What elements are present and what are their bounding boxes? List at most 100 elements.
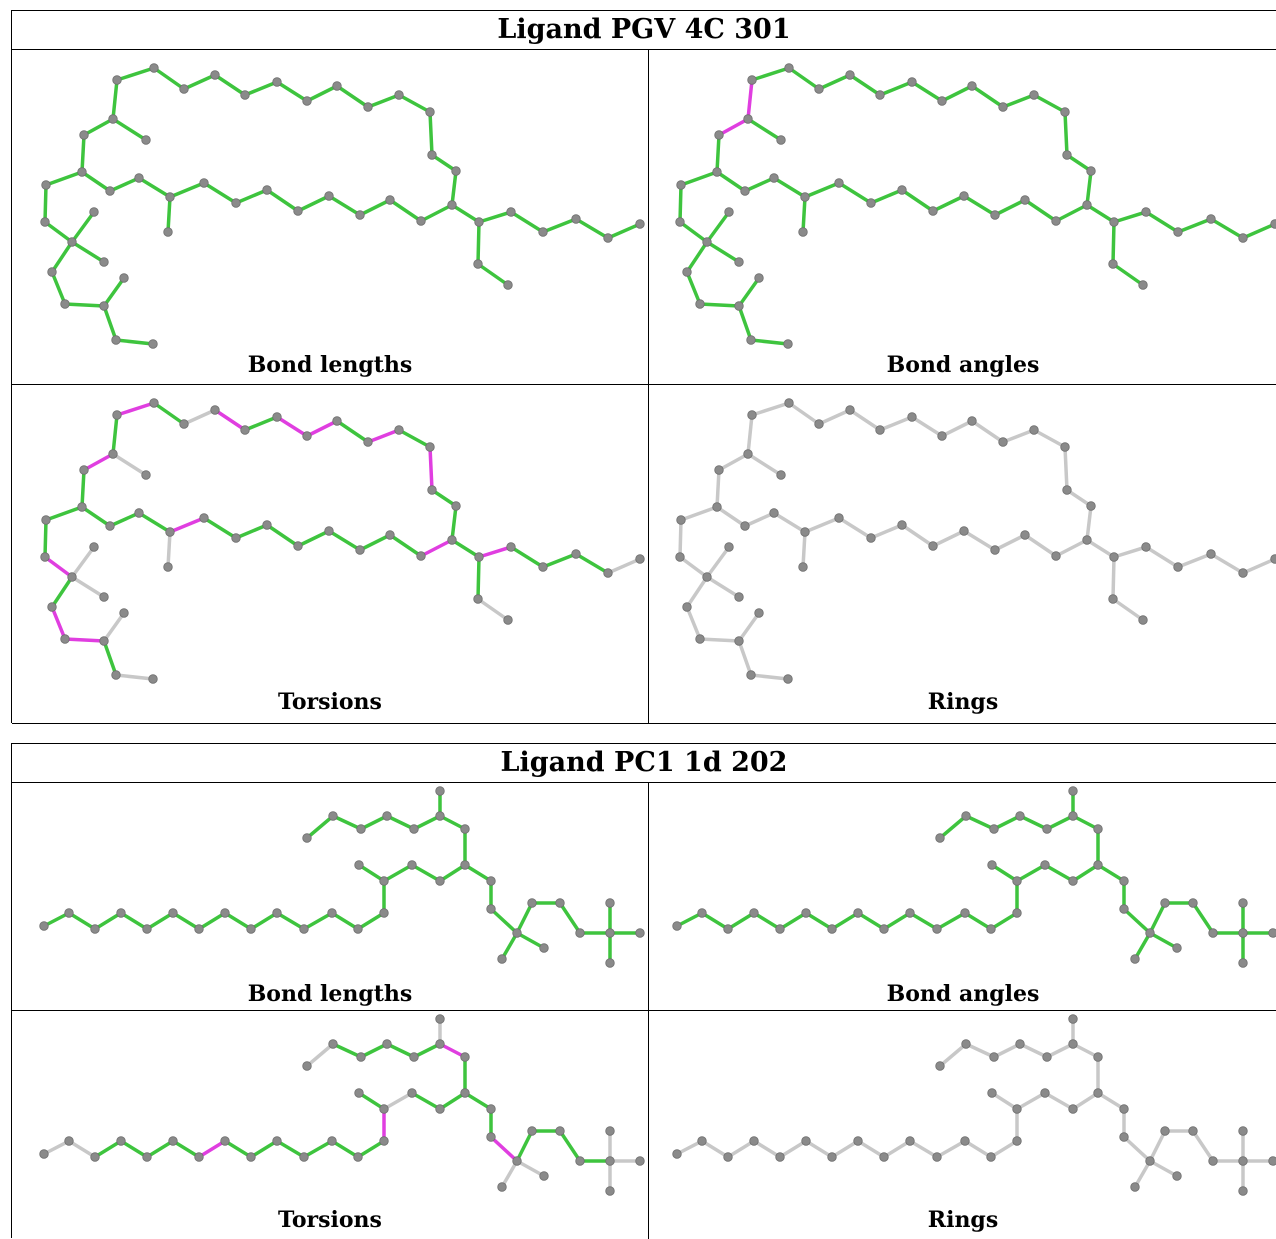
- bond: [1001, 93, 1036, 109]
- atom: [512, 928, 522, 938]
- molecule-diagram: [672, 786, 1276, 968]
- bond: [80, 133, 86, 174]
- atom: [163, 562, 173, 572]
- bond: [749, 338, 790, 346]
- bond: [908, 1139, 939, 1159]
- atom: [460, 1052, 470, 1062]
- atom: [435, 1014, 445, 1024]
- bond: [93, 1139, 123, 1159]
- atom: [697, 1136, 707, 1146]
- atom: [754, 608, 764, 618]
- bond: [678, 220, 709, 244]
- atom: [734, 592, 744, 602]
- bond: [412, 814, 442, 831]
- atom: [240, 90, 250, 100]
- bond: [1054, 538, 1089, 558]
- atom: [989, 824, 999, 834]
- atom: [776, 470, 786, 480]
- atom: [1068, 1104, 1078, 1114]
- bond: [197, 1139, 227, 1159]
- bond: [182, 408, 217, 426]
- atom: [775, 1152, 785, 1162]
- atom: [1270, 554, 1276, 564]
- atom: [539, 1171, 549, 1181]
- bond: [275, 1139, 306, 1159]
- bond: [114, 673, 155, 681]
- bond: [430, 488, 458, 508]
- bond: [830, 1139, 860, 1159]
- atom: [142, 1152, 152, 1162]
- atom: [40, 217, 50, 227]
- bond: [331, 1042, 363, 1059]
- bond: [450, 203, 481, 224]
- bond: [848, 408, 882, 432]
- atom: [194, 1152, 204, 1162]
- atom: [327, 908, 337, 918]
- panel-bond-angles: Bond angles: [649, 783, 1276, 1011]
- atom: [783, 339, 793, 349]
- bond: [908, 911, 939, 931]
- bond: [1096, 863, 1126, 883]
- bond: [382, 1091, 414, 1111]
- bond: [67, 1139, 97, 1159]
- atom: [605, 898, 615, 908]
- atom: [379, 908, 389, 918]
- atom: [697, 908, 707, 918]
- atom: [435, 786, 445, 796]
- atom: [194, 924, 204, 934]
- bond: [541, 552, 578, 569]
- bond: [152, 66, 186, 91]
- bond: [837, 181, 873, 205]
- atom: [356, 1052, 366, 1062]
- atom: [40, 552, 50, 562]
- atom: [866, 198, 876, 208]
- atom: [724, 207, 734, 217]
- atom: [1238, 1126, 1248, 1136]
- bond: [397, 93, 432, 114]
- atom: [875, 425, 885, 435]
- atom: [990, 545, 1000, 555]
- bond: [243, 80, 279, 97]
- atom: [1093, 1052, 1103, 1062]
- atom: [784, 398, 794, 408]
- bond: [778, 911, 808, 931]
- atom: [240, 425, 250, 435]
- atom: [77, 502, 87, 512]
- atom: [747, 410, 757, 420]
- bond: [1043, 863, 1075, 883]
- atom: [246, 924, 256, 934]
- atom: [1040, 1088, 1050, 1098]
- atom: [928, 541, 938, 551]
- bond: [43, 183, 48, 224]
- bond: [213, 73, 247, 97]
- bond: [715, 468, 721, 509]
- bond: [801, 530, 807, 569]
- bond: [749, 673, 790, 681]
- atom: [141, 135, 151, 145]
- bond: [856, 1139, 886, 1159]
- molecule-diagram: [39, 786, 645, 968]
- atom: [897, 520, 907, 530]
- atom: [986, 924, 996, 934]
- atom: [749, 1136, 759, 1146]
- atom: [324, 191, 334, 201]
- atom: [714, 465, 724, 475]
- atom: [77, 167, 87, 177]
- atom: [1172, 943, 1182, 953]
- atom: [332, 416, 342, 426]
- atom: [1060, 442, 1070, 452]
- atom: [447, 535, 457, 545]
- bond: [1043, 1091, 1075, 1111]
- molecule-diagram: [675, 63, 1276, 349]
- bond: [137, 176, 172, 199]
- bond: [882, 911, 912, 931]
- bond: [679, 170, 719, 187]
- atom: [1020, 530, 1030, 540]
- bond: [296, 194, 331, 213]
- bond: [1111, 262, 1145, 287]
- bond: [302, 1139, 334, 1159]
- atom: [302, 1061, 312, 1071]
- atom: [497, 1182, 507, 1192]
- bond: [385, 1042, 416, 1059]
- atom: [635, 219, 645, 229]
